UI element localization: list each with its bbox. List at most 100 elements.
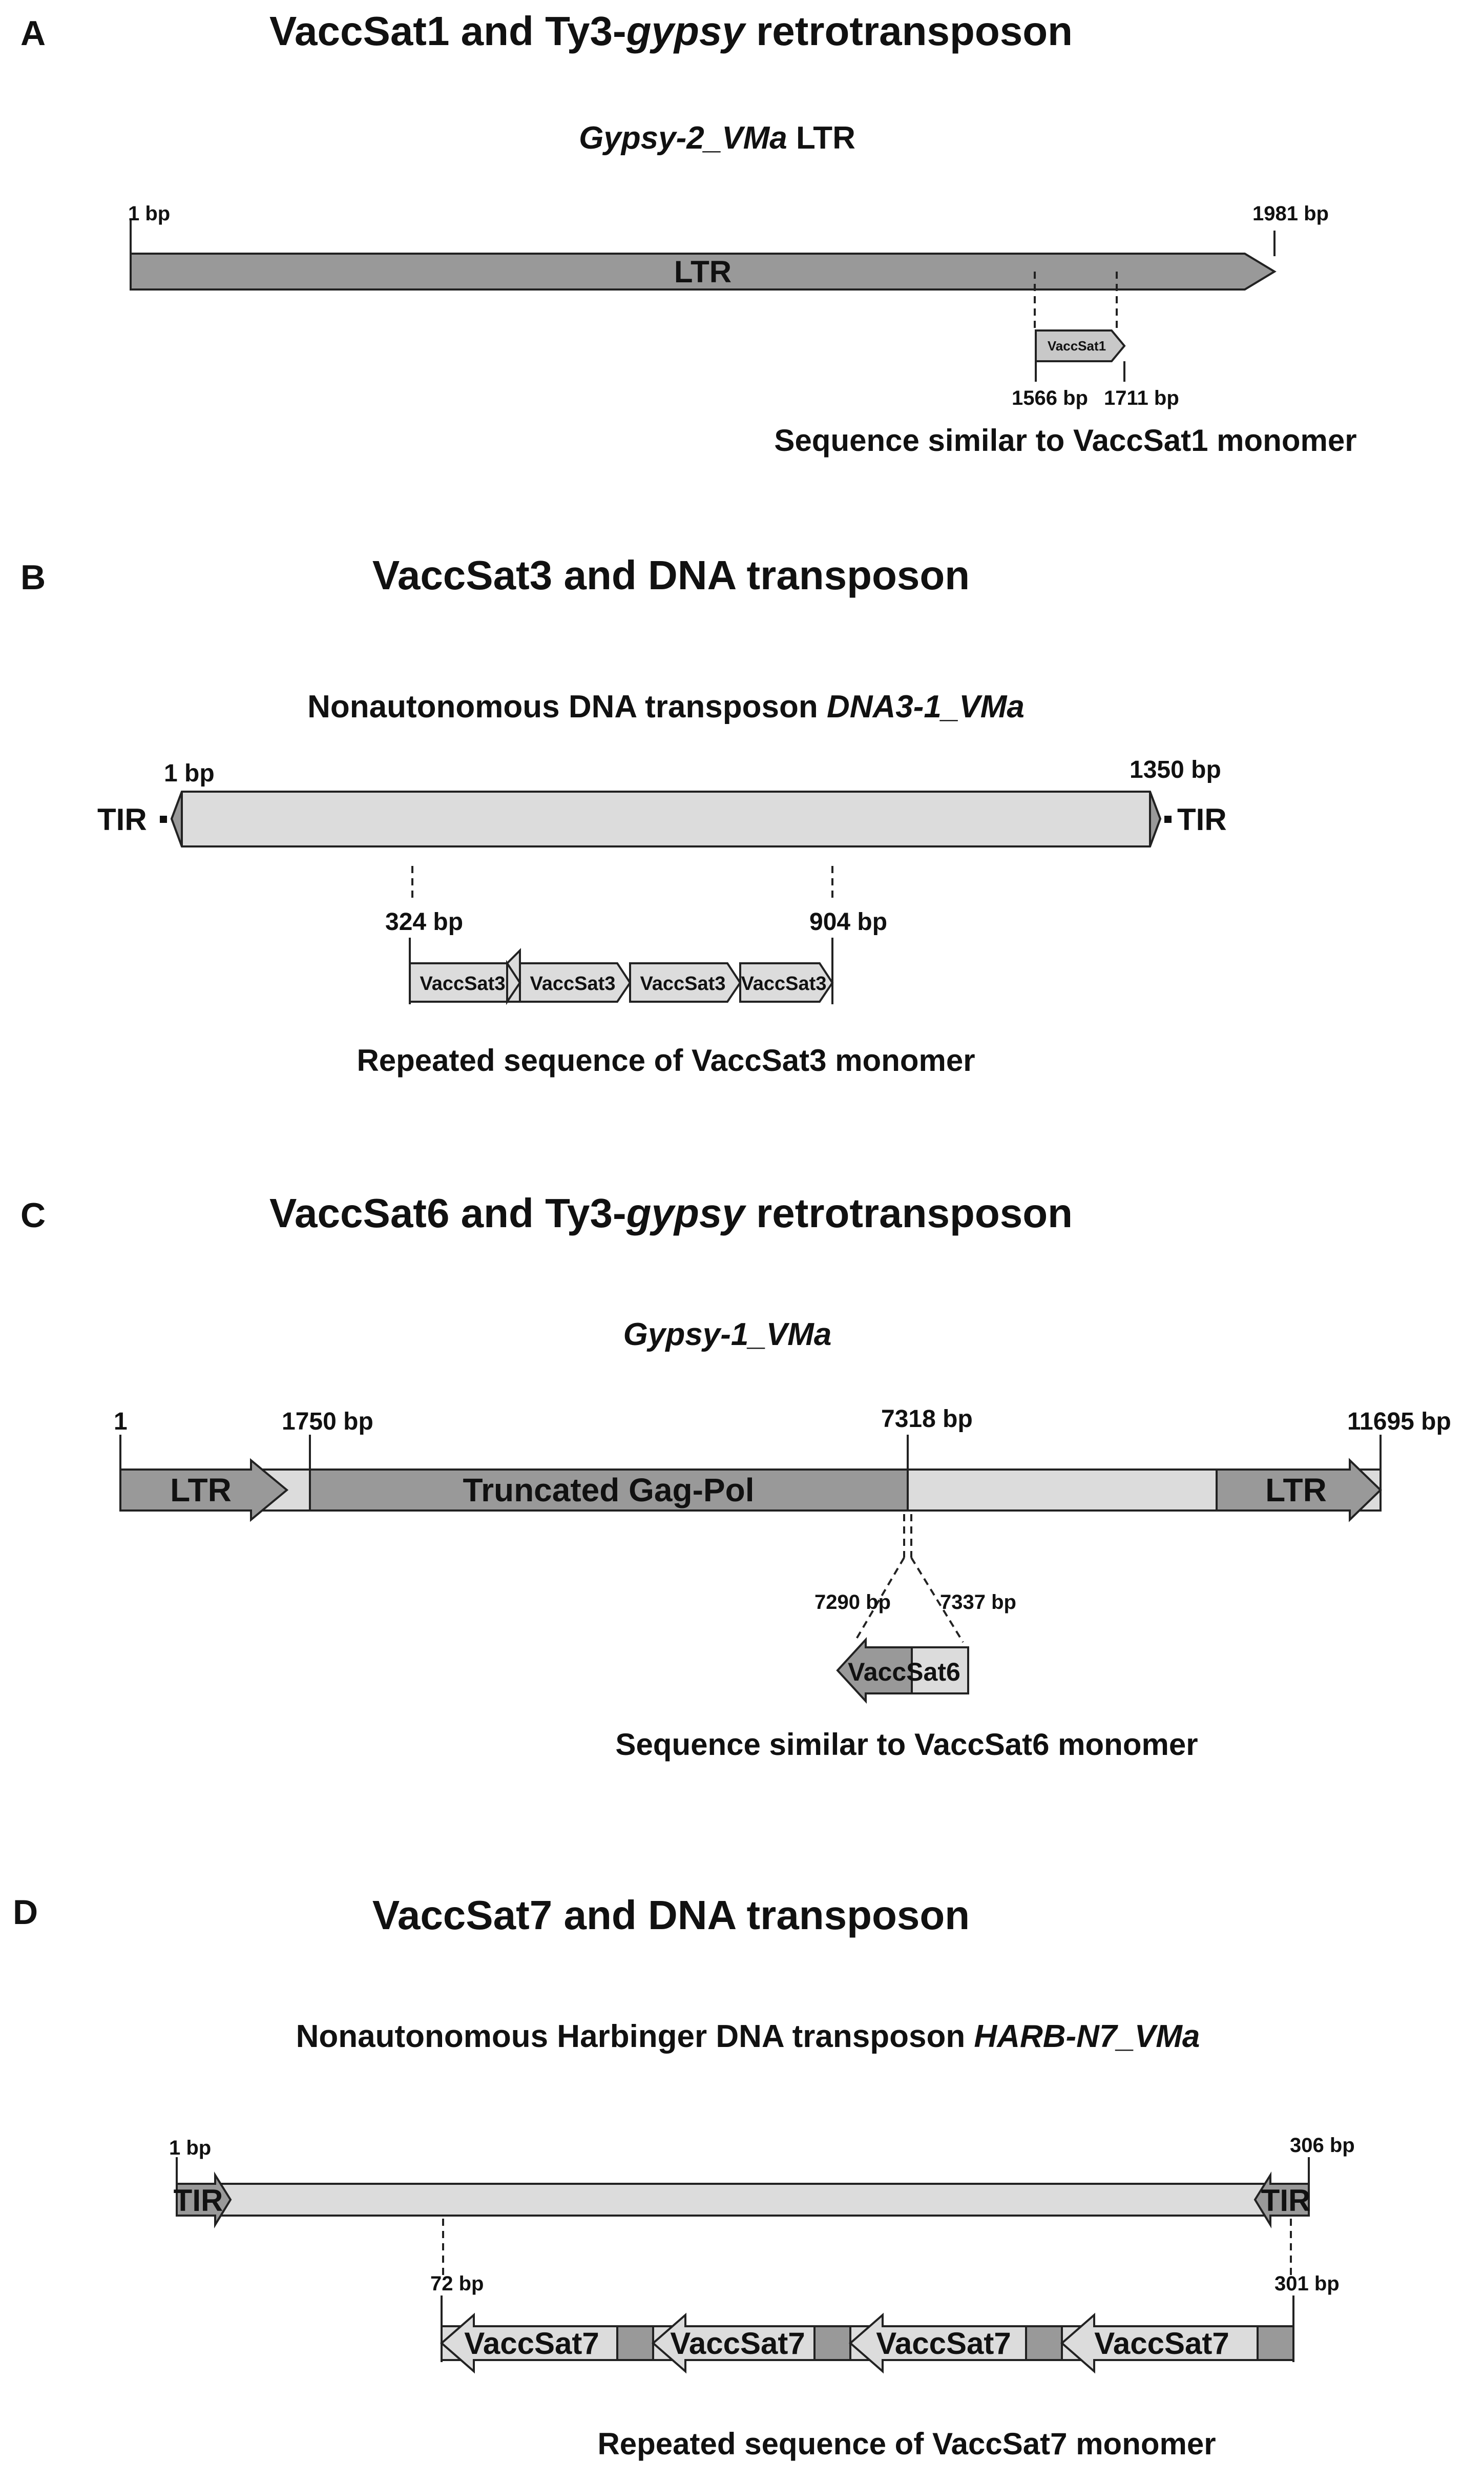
panel-d: D VaccSat7 and DNA transposon Nonautonom… [13, 1892, 1355, 2461]
panel-d-spacer-1 [616, 2325, 654, 2361]
panel-d-left-tir-arrow [176, 2171, 232, 2229]
panel-b-left-tir-label: TIR [97, 802, 147, 837]
panel-b-monomer-arrow-3 [629, 962, 742, 1003]
panel-d-caption: Repeated sequence of VaccSat7 monomer [597, 2427, 1216, 2461]
panel-d-monomer-label-4: VaccSat7 [1094, 2326, 1229, 2361]
panel-c-subtitle-part-0: Gypsy-1_VMa [623, 1317, 832, 1352]
panel-c-title-part-2: retrotransposon [745, 1190, 1073, 1236]
panel-a-monomer-end: 1711 bp [1104, 387, 1179, 409]
panel-c-caption: Sequence similar to VaccSat6 monomer [615, 1727, 1198, 1762]
panel-a-title-part-2: retrotransposon [745, 8, 1073, 54]
panel-a-ltr-arrow [130, 253, 1277, 291]
panel-d-subtitle-part-1: HARB-N7_VMa [974, 2019, 1200, 2054]
panel-a-title: VaccSat1 and Ty3-gypsy retrotransposon [269, 8, 1073, 54]
panel-d-monomer-label-1: VaccSat7 [464, 2326, 599, 2361]
panel-c-monomer-end: 7337 bp [940, 1591, 1016, 1614]
panel-c-ltr-left-label: LTR [170, 1472, 232, 1508]
panel-c-subtitle: Gypsy-1_VMa [623, 1317, 832, 1352]
panel-b-repeat-end: 904 bp [809, 908, 887, 936]
panel-d-title: VaccSat7 and DNA transposon [372, 1892, 970, 1938]
panel-b-caption: Repeated sequence of VaccSat3 monomer [357, 1043, 975, 1078]
panel-b: B VaccSat3 and DNA transposon Nonautonom… [20, 552, 1227, 1078]
panel-d-monomer-label-2: VaccSat7 [670, 2326, 805, 2361]
panel-c-gag-label: Truncated Gag-Pol [463, 1472, 755, 1508]
panel-b-left-tir-arrow [170, 791, 183, 847]
panel-b-repeat-start: 324 bp [385, 908, 463, 936]
panel-c-gag-pol-segment [309, 1468, 909, 1512]
panel-d-transposon-bar [176, 2183, 1310, 2217]
panel-b-title: VaccSat3 and DNA transposon [372, 552, 970, 598]
panel-c-title-part-0: VaccSat6 and Ty3- [269, 1190, 626, 1236]
panel-d-monomer-row: VaccSat7 VaccSat7 VaccSat7 VaccSat7 [440, 2312, 1294, 2374]
panel-a-start-label: 1 bp [128, 202, 170, 225]
panel-b-start-label: 1 bp [164, 760, 215, 787]
panel-b-title-part-0: VaccSat3 and DNA transposon [372, 552, 970, 598]
panel-d-start-label: 1 bp [169, 2137, 211, 2159]
panel-c-pos-insert: 7318 bp [881, 1405, 973, 1433]
panel-c: C VaccSat6 and Ty3-gypsy retrotransposon… [20, 1190, 1451, 1762]
panel-c-monomer-light-part [911, 1646, 969, 1694]
panel-b-monomer-arrow-1-tip [506, 960, 521, 1005]
panel-a-monomer-arrow [1035, 329, 1126, 362]
panel-d-monomer-arrow-1 [440, 2312, 618, 2374]
panel-c-ltr-right-arrow [1216, 1458, 1382, 1522]
panel-c-title: VaccSat6 and Ty3-gypsy retrotransposon [269, 1190, 1073, 1236]
panel-a-monomer-start: 1566 bp [1012, 387, 1088, 409]
panel-d-spacer-2 [813, 2325, 851, 2361]
panel-d-subtitle: Nonautonomous Harbinger DNA transposon H… [296, 2019, 1200, 2054]
panel-d-repeat-end: 301 bp [1274, 2272, 1340, 2295]
panel-b-monomer-label-3: VaccSat3 [640, 973, 726, 995]
panel-b-transposon-bar [170, 791, 1162, 847]
panel-d-subtitle-part-0: Nonautonomous Harbinger DNA transposon [296, 2019, 974, 2054]
panel-b-monomer-arrow-4 [739, 962, 834, 1003]
panel-c-pos-start: 1 [114, 1408, 128, 1435]
panel-c-monomer-label: VaccSat6 [848, 1658, 960, 1686]
panel-c-dash-right [910, 1557, 964, 1643]
panel-a-letter: A [20, 14, 46, 53]
panel-b-letter: B [20, 558, 46, 597]
panel-a-subtitle: Gypsy-2_VMa LTR [579, 120, 855, 156]
panel-b-monomer-arrow-2 [519, 962, 632, 1003]
panel-a-monomer-label: VaccSat1 [1048, 338, 1106, 354]
panel-a-caption: Sequence similar to VaccSat1 monomer [774, 423, 1356, 458]
panel-b-monomer-label-4: VaccSat3 [741, 973, 827, 995]
panel-b-right-tir-label: TIR [1177, 802, 1227, 837]
panel-a: A VaccSat1 and Ty3-gypsy retrotransposon… [20, 8, 1357, 458]
panel-d-title-part-0: VaccSat7 and DNA transposon [372, 1892, 970, 1938]
panel-b-right-tir-marker [1164, 816, 1172, 823]
panel-d-right-tir-arrow [1253, 2171, 1310, 2229]
panel-a-end-label: 1981 bp [1252, 202, 1329, 225]
panel-a-subtitle-part-0: Gypsy-2_VMa [579, 120, 787, 156]
panel-b-monomer-row: VaccSat3 VaccSat3 VaccSat3 VaccSat3 [409, 948, 834, 1005]
panel-c-monomer-arrow [836, 1637, 913, 1704]
panel-c-ltr-left-arrow [119, 1458, 289, 1522]
panel-d-end-label: 306 bp [1290, 2134, 1355, 2157]
panel-b-subtitle-part-0: Nonautonomous DNA transposon [307, 689, 827, 725]
panel-a-title-part-0: VaccSat1 and Ty3- [269, 8, 626, 54]
panel-b-monomer-label-2: VaccSat3 [530, 973, 616, 995]
panel-a-title-part-1: gypsy [626, 8, 747, 54]
panel-d-letter: D [13, 1893, 38, 1932]
panel-c-pos-end: 11695 bp [1347, 1408, 1451, 1435]
panel-b-right-tir-arrow [1149, 791, 1162, 847]
panel-a-subtitle-part-1: LTR [787, 120, 855, 156]
panel-d-monomer-label-3: VaccSat7 [876, 2326, 1011, 2361]
panel-c-pos-gag: 1750 bp [282, 1408, 373, 1435]
panel-b-subtitle-part-1: DNA3-1_VMa [827, 689, 1025, 725]
panel-c-letter: C [20, 1196, 46, 1235]
panel-d-monomer-arrow-3 [848, 2312, 1027, 2374]
panel-d-monomer-arrow-4 [1060, 2312, 1259, 2374]
panel-b-subtitle: Nonautonomous DNA transposon DNA3-1_VMa [307, 689, 1025, 725]
panel-d-repeat-start: 72 bp [430, 2272, 484, 2295]
panel-b-left-tir-marker [160, 816, 167, 823]
panel-d-spacer-3 [1025, 2325, 1063, 2361]
panel-d-right-tir-label: TIR [1261, 2183, 1311, 2218]
panel-b-monomer-label-1: VaccSat3 [420, 973, 506, 995]
panel-c-dash-left [853, 1557, 905, 1643]
panel-d-monomer-arrow-2 [651, 2312, 816, 2374]
panel-d-spacer-4 [1257, 2325, 1294, 2361]
panel-c-monomer-start: 7290 bp [814, 1591, 891, 1614]
panel-d-left-tir-label: TIR [174, 2183, 223, 2218]
panel-c-title-part-1: gypsy [626, 1190, 747, 1236]
